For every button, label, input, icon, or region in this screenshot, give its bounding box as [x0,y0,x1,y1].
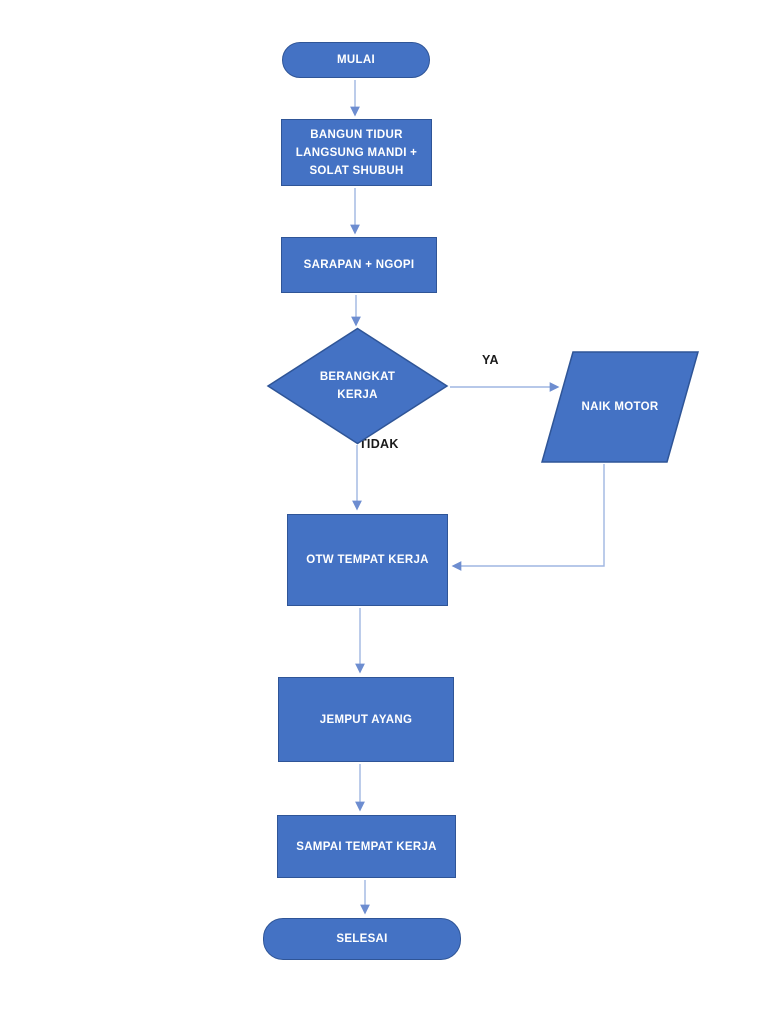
node-breakfast-label: SARAPAN + NGOPI [303,259,415,271]
node-sampai: SAMPAI TEMPAT KERJA [277,815,456,878]
node-jemput: JEMPUT AYANG [278,677,454,762]
node-breakfast: SARAPAN + NGOPI [281,237,437,293]
node-end-label: SELESAI [336,933,388,945]
node-wake: BANGUN TIDUR LANGSUNG MANDI + SOLAT SHUB… [281,119,432,186]
node-otw-label: OTW TEMPAT KERJA [306,554,429,566]
edge-label-tidak: TIDAK [359,437,399,451]
node-start: MULAI [282,42,430,78]
node-jemput-label: JEMPUT AYANG [319,713,413,726]
parallelogram-icon [541,351,699,463]
edge-label-ya: YA [482,353,499,367]
diamond-icon [266,327,449,445]
node-start-label: MULAI [337,54,375,66]
node-otw: OTW TEMPAT KERJA [287,514,448,606]
node-end: SELESAI [263,918,461,960]
node-motor-shape [541,351,699,463]
node-wake-label: BANGUN TIDUR LANGSUNG MANDI + SOLAT SHUB… [295,128,418,177]
edge-motor-to-otw [451,464,605,571]
node-decision-shape [266,327,449,445]
node-sampai-label: SAMPAI TEMPAT KERJA [296,840,437,853]
